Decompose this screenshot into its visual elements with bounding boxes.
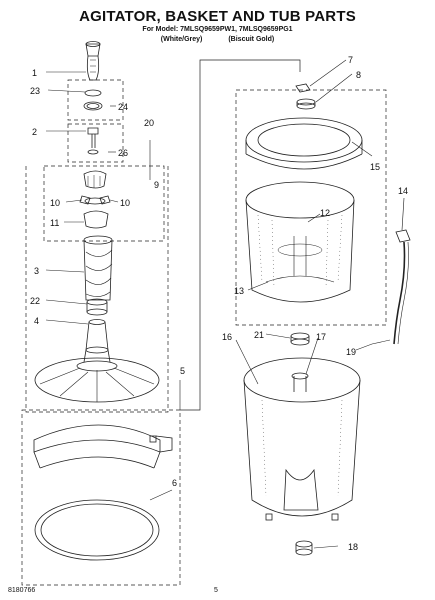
box-5-6 [21,409,181,586]
callout-2: 2 [32,127,37,137]
page-title: AGITATOR, BASKET AND TUB PARTS [79,8,356,25]
callout-10-left: 10 [50,198,60,208]
callout-21: 21 [254,330,264,340]
seal-ring-part [83,89,103,111]
bolt-part [87,127,99,155]
callout-26: 26 [118,148,128,158]
callout-20: 20 [144,118,154,128]
callout-5: 5 [180,366,185,376]
tub-ring-part [33,424,173,469]
box-2-26 [67,123,124,163]
model-variants: (White/Grey) (Biscuit Gold) [0,36,435,43]
callout-17: 17 [316,332,326,342]
box-9-10 [43,165,165,242]
agitator-base-part [34,319,160,403]
callout-4: 4 [34,316,39,326]
callout-7: 7 [348,55,353,65]
model-line: For Model: 7MLSQ9659PW1, 7MLSQ9659PG1 [142,26,293,33]
callout-18: 18 [348,542,358,552]
box-23-24 [67,79,124,121]
callout-16: 16 [222,332,232,342]
tub-nut-part [295,540,313,556]
tub-seal-ring-part [34,499,160,561]
leader-lines [45,59,405,549]
callout-8: 8 [356,70,361,80]
callout-labels: 1 23 24 2 26 20 9 10 10 11 3 22 4 5 6 7 … [30,55,408,552]
callout-11: 11 [50,218,59,228]
box-20 [25,166,169,413]
callout-19: 19 [346,347,356,357]
callout-6: 6 [172,478,177,488]
hub-nut-part [295,83,316,110]
drain-hose-part [393,229,411,345]
callout-14: 14 [398,186,408,196]
balance-ring-part [245,117,363,170]
box-basket [235,89,387,326]
callout-10-right: 10 [120,198,130,208]
agitator-dogs-part [79,170,111,229]
tub-hub-part [290,332,310,346]
callout-9: 9 [154,180,159,190]
callout-1: 1 [32,68,37,78]
tub-connector-line [180,59,301,411]
agitator-cap-part [85,41,101,81]
callout-24: 24 [118,102,128,112]
callout-22: 22 [30,296,40,306]
callout-12: 12 [320,208,330,218]
variant-biscuit-gold: (Biscuit Gold) [228,36,275,43]
outer-tub-part [243,357,361,521]
dashed-group-boxes [21,79,387,586]
callout-3: 3 [34,266,39,276]
callout-23: 23 [30,86,40,96]
variant-white-grey: (White/Grey) [160,36,203,43]
collar-part [86,298,108,316]
document-number: 8180766 [8,587,36,594]
page-number: 5 [214,587,218,594]
basket-part [245,181,355,303]
callout-15: 15 [370,162,380,172]
auger-part [83,235,113,301]
callout-13: 13 [234,286,244,296]
